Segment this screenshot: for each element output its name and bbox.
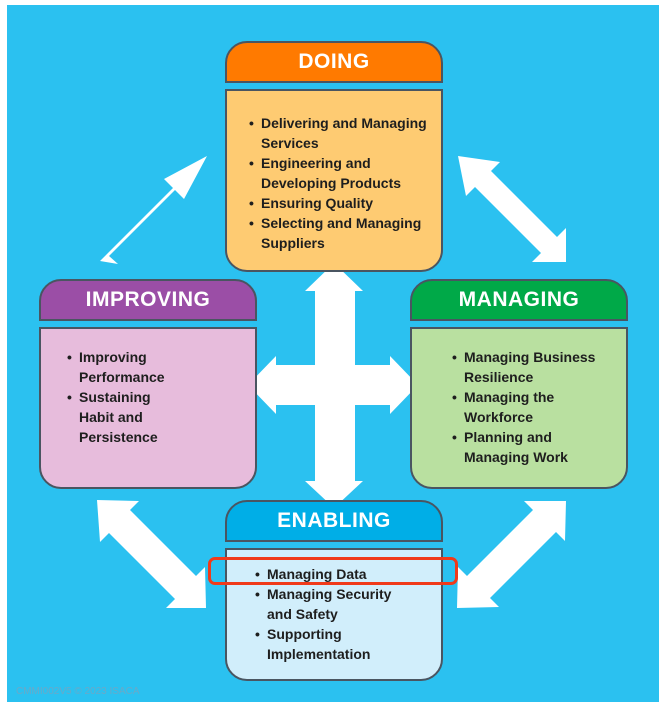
list-item: Selecting and Managing Suppliers: [249, 213, 441, 253]
highlight-managing-data: [208, 557, 458, 585]
list-item: Managing the Workforce: [452, 387, 574, 427]
category-managing-body: Managing Business Resilience Managing th…: [410, 327, 628, 489]
category-doing-list: Delivering and Managing Services Enginee…: [227, 91, 441, 253]
category-enabling-header: ENABLING: [225, 500, 443, 542]
category-improving-list: Improving Performance Sustaining Habit a…: [41, 329, 255, 447]
list-item: Delivering and Managing Services: [249, 113, 441, 153]
list-item: Sustaining Habit and Persistence: [67, 387, 179, 447]
category-doing-header: DOING: [225, 41, 443, 83]
list-item: Managing Data: [255, 564, 433, 584]
copyright-footer: CMMI002V5 © 2023 ISACA: [16, 686, 140, 697]
list-item: Managing Business Resilience: [452, 347, 618, 387]
category-enabling-body: Managing Data Managing Security and Safe…: [225, 548, 443, 681]
double-arrow-icon-lower-right: [457, 501, 566, 608]
horizontal-double-arrow-icon: [248, 356, 418, 414]
list-item: Managing Security and Safety: [255, 584, 417, 624]
list-item: Planning and Managing Work: [452, 427, 584, 467]
category-managing-list: Managing Business Resilience Managing th…: [412, 329, 626, 467]
category-managing-header: MANAGING: [410, 279, 628, 321]
list-item: Engineering and Developing Products: [249, 153, 441, 193]
list-item: Ensuring Quality: [249, 193, 441, 213]
category-enabling-list: Managing Data Managing Security and Safe…: [227, 550, 441, 664]
double-arrow-icon-upper-left: [100, 156, 207, 264]
category-improving-header: IMPROVING: [39, 279, 257, 321]
category-improving-body: Improving Performance Sustaining Habit a…: [39, 327, 257, 489]
list-item: Improving Performance: [67, 347, 179, 387]
double-arrow-icon-upper-right: [458, 156, 566, 262]
category-doing-body: Delivering and Managing Services Enginee…: [225, 89, 443, 272]
double-arrow-icon-lower-left: [97, 500, 206, 608]
list-item: Supporting Implementation: [255, 624, 387, 664]
